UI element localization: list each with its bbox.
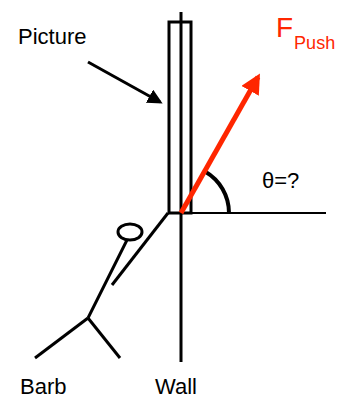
stick-figure-body	[88, 240, 127, 318]
horizontal-reference	[181, 212, 326, 214]
picture-frame	[169, 22, 191, 213]
angle-arc	[205, 171, 229, 213]
force-symbol: F	[276, 14, 293, 42]
stick-figure-leg	[88, 318, 120, 358]
wall-line	[180, 12, 183, 362]
angle-label: θ=?	[262, 170, 299, 192]
force-arrow	[181, 77, 258, 213]
leader-arrow	[88, 62, 160, 102]
wall-label: Wall	[155, 376, 197, 398]
part-label: Picture	[18, 26, 86, 48]
force-subscript: Push	[294, 34, 335, 52]
person-label: Barb	[20, 376, 66, 398]
stick-figure-leg	[35, 318, 88, 358]
stick-figure-arm	[112, 213, 168, 285]
stick-figure-head	[118, 224, 142, 240]
